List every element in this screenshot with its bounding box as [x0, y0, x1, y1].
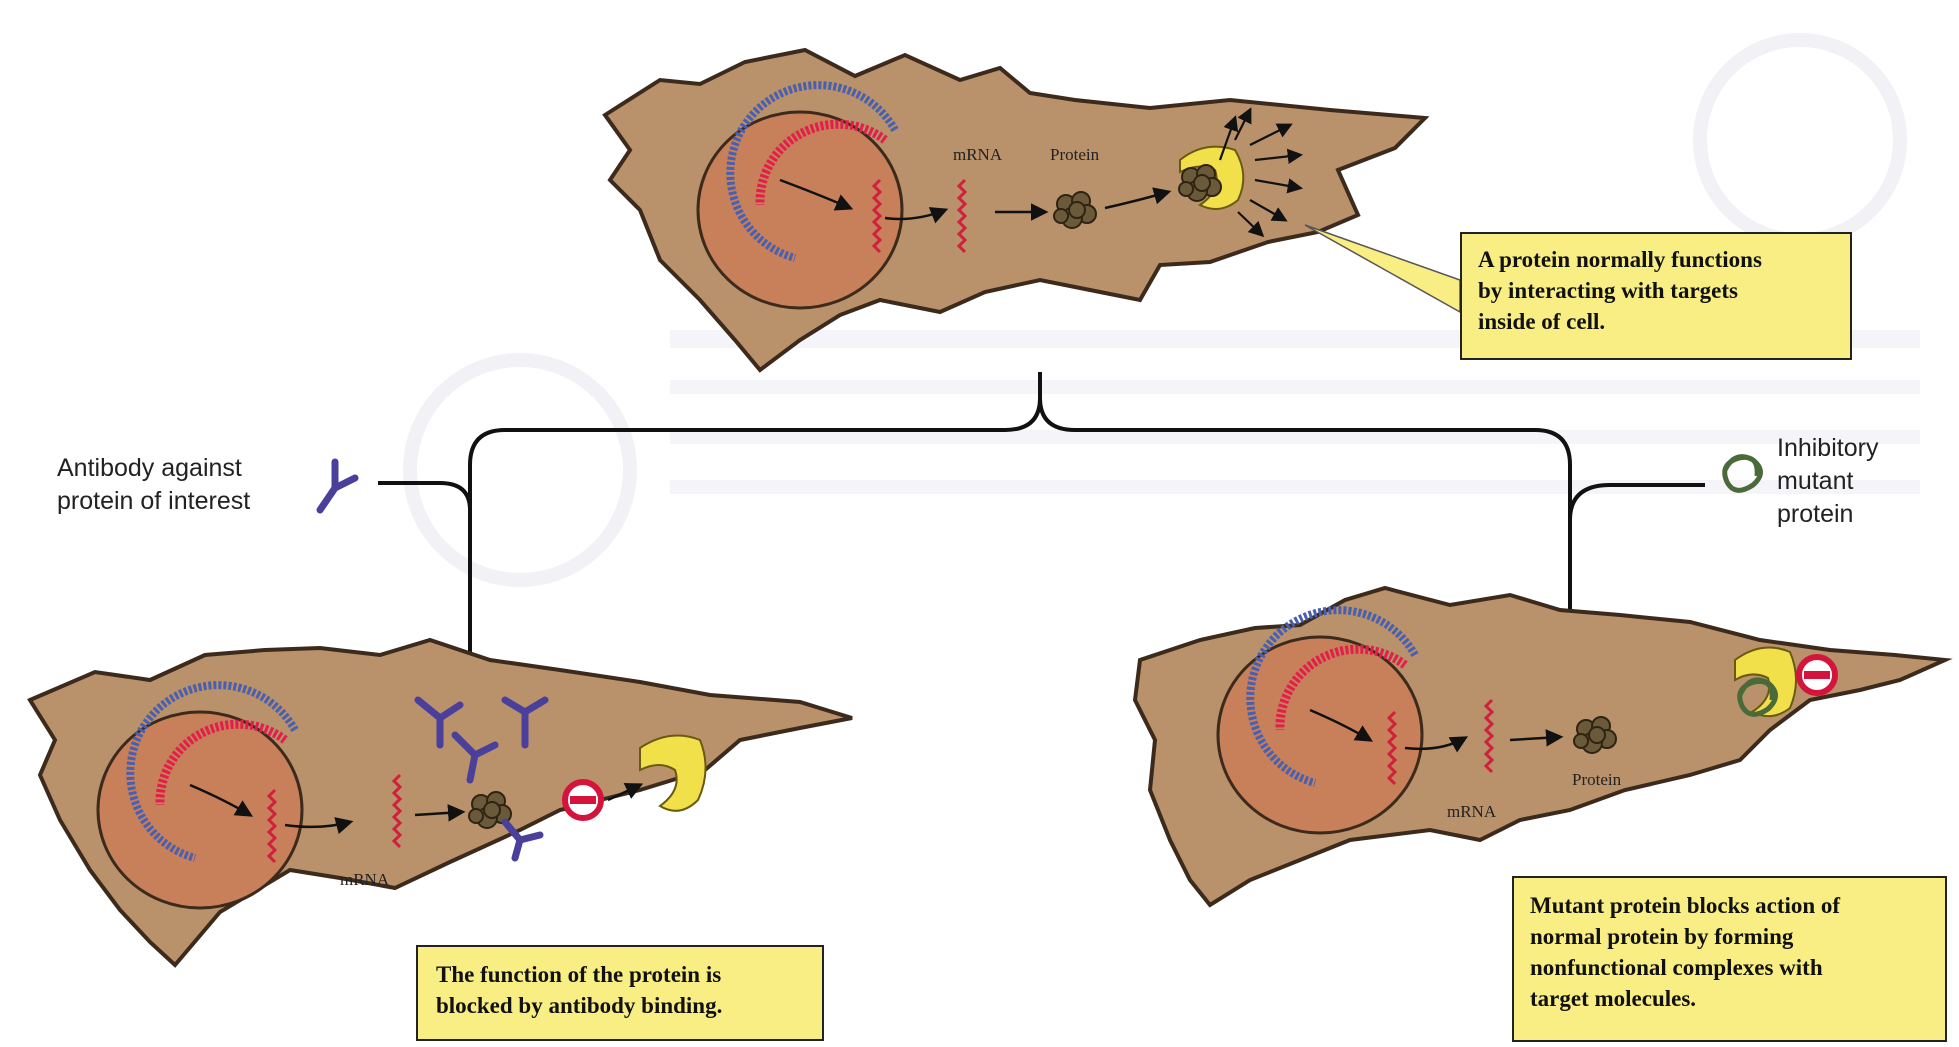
right-cell: mRNA Protein	[1135, 588, 1945, 905]
right-mrna-label: mRNA	[1447, 802, 1497, 821]
right-block-symbol	[1799, 657, 1835, 693]
antibody-label-line: protein of interest	[57, 485, 250, 518]
antibody-icon	[320, 462, 355, 510]
right-callout: Mutant protein blocks action of normal p…	[1512, 876, 1947, 1042]
left-callout: The function of the protein is blocked b…	[416, 945, 824, 1041]
right-nucleus	[1218, 637, 1422, 833]
top-protein	[1054, 192, 1096, 228]
right-callout-line: nonfunctional complexes with	[1530, 952, 1929, 983]
right-protein	[1574, 717, 1616, 753]
mutant-protein-label-line: protein	[1777, 498, 1878, 531]
mutant-protein-label-line: Inhibitory	[1777, 432, 1878, 465]
mutant-protein-label: Inhibitory mutant protein	[1777, 432, 1878, 531]
antibody-label: Antibody against protein of interest	[57, 452, 250, 518]
top-callout: A protein normally functions by interact…	[1460, 232, 1852, 360]
left-block-symbol	[565, 782, 601, 818]
right-callout-line: Mutant protein blocks action of	[1530, 890, 1929, 921]
left-callout-line: blocked by antibody binding.	[436, 990, 804, 1021]
left-mrna-label: mRNA	[340, 870, 390, 889]
top-protein-bound	[1179, 165, 1221, 201]
top-callout-line: inside of cell.	[1478, 306, 1834, 337]
antibody-label-line: Antibody against	[57, 452, 250, 485]
right-callout-line: normal protein by forming	[1530, 921, 1929, 952]
top-mrna-label: mRNA	[953, 145, 1003, 164]
right-callout-line: target molecules.	[1530, 983, 1929, 1014]
left-callout-line: The function of the protein is	[436, 959, 804, 990]
top-cell: mRNA Protein	[605, 50, 1460, 370]
top-protein-label: Protein	[1050, 145, 1100, 164]
top-callout-pointer	[1305, 225, 1460, 312]
right-protein-label: Protein	[1572, 770, 1622, 789]
mutant-protein-label-line: mutant	[1777, 465, 1878, 498]
top-callout-line: by interacting with targets	[1478, 275, 1834, 306]
top-callout-line: A protein normally functions	[1478, 244, 1834, 275]
top-nucleus	[698, 112, 902, 308]
left-cell: mRNA	[30, 640, 852, 965]
